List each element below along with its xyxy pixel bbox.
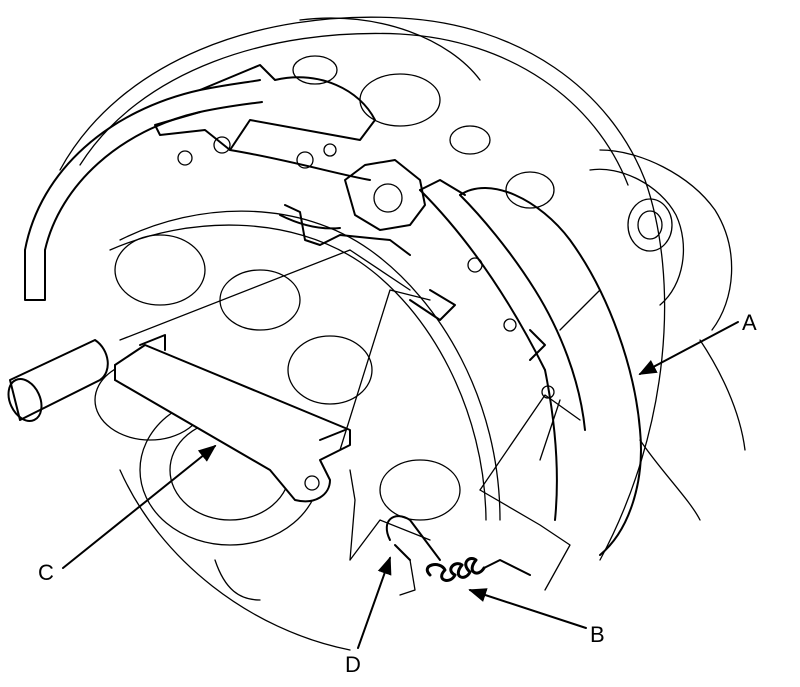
construction-lines (119, 249, 601, 596)
callout-label-b: B (590, 622, 605, 647)
parking-brake-lever (114, 334, 351, 503)
return-spring (385, 515, 531, 582)
leader-b (468, 588, 587, 629)
adjuster-mechanism (279, 159, 456, 321)
backing-plate (59, 16, 746, 651)
brake-shoe-right (419, 179, 642, 556)
callout-label-a: A (742, 310, 757, 335)
drum-face (94, 17, 555, 546)
callout-label-c: C (38, 560, 54, 585)
callout-leaders (62, 321, 739, 649)
leader-a (638, 321, 739, 375)
brake-shoe-upper (24, 64, 376, 301)
leader-d (357, 556, 392, 649)
leader-c (62, 444, 217, 569)
callout-label-d: D (345, 652, 361, 677)
axle-stub (7, 339, 109, 422)
